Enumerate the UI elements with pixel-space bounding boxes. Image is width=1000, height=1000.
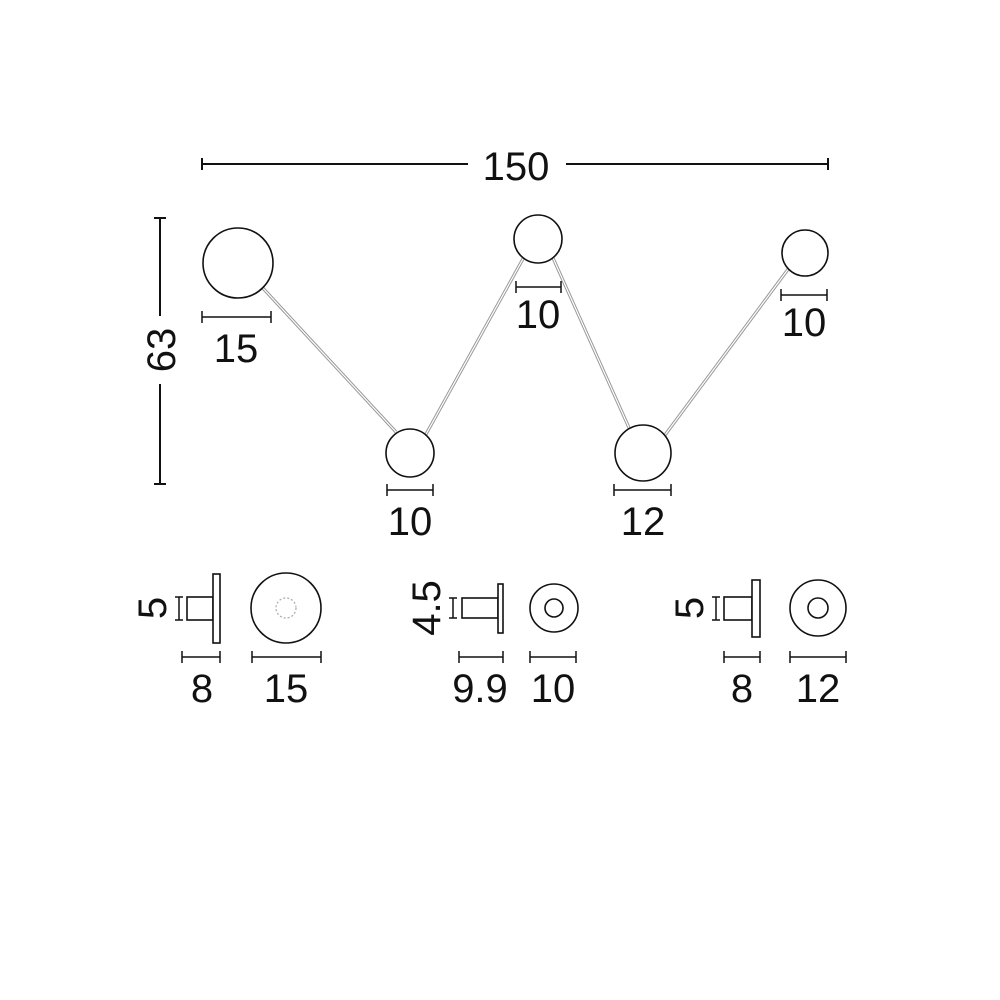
- canopy-3-depth-dimension: 8: [723, 651, 761, 711]
- globe-1-shape: [202, 227, 274, 299]
- canopy-2-depth-label: 9.9: [452, 667, 508, 711]
- canopy-3-diameter-label: 12: [796, 667, 841, 711]
- canopy-1-diameter-dimension: 15: [251, 651, 322, 711]
- wire-1: [258, 283, 398, 434]
- wire-3: [551, 257, 632, 431]
- globe-1: 15: [201, 227, 274, 371]
- canopy-2-side-view: [461, 583, 504, 634]
- canopy-3-side-view: [723, 579, 761, 638]
- globe-3-diameter-label: 10: [516, 293, 561, 337]
- wire-2: [423, 256, 526, 437]
- globe-3-shape: [513, 214, 563, 264]
- wire-4: [663, 267, 791, 436]
- canopy-1-depth-dimension: 8: [181, 651, 221, 711]
- canopy-1-front-view: [250, 572, 322, 644]
- canopy-3-front-view: [789, 579, 847, 637]
- overall-height-label: 63: [140, 328, 184, 373]
- canopy-1-diameter-label: 15: [264, 667, 309, 711]
- globe-4: 12: [613, 424, 672, 544]
- canopy-2-depth-dimension: 9.9: [452, 651, 508, 711]
- globe-4-shape: [614, 424, 672, 482]
- suspension-wires: [258, 256, 791, 437]
- canopy-3-diameter-dimension: 12: [789, 651, 847, 711]
- canopy-2-diameter-dimension: 10: [529, 651, 577, 711]
- globe-1-diameter-label: 15: [214, 327, 259, 371]
- globe-5-shape: [781, 229, 829, 277]
- canopy-2-height-dimension: 4.5: [405, 580, 457, 636]
- canopy-1-height-dimension: 5: [131, 596, 183, 621]
- canopy-2-front-view: [529, 583, 579, 633]
- canopy-2-height-label: 4.5: [405, 580, 449, 636]
- overall-width-label: 150: [483, 145, 550, 189]
- canopy-1-depth-label: 8: [191, 667, 213, 711]
- globe-2-shape: [385, 428, 435, 478]
- overall-width-dimension: 150: [201, 145, 829, 189]
- canopy-2-diameter-label: 10: [531, 667, 576, 711]
- canopy-3-depth-label: 8: [731, 667, 753, 711]
- globe-5-diameter-label: 10: [782, 301, 827, 345]
- canopy-3-height-dimension: 5: [668, 596, 720, 621]
- canopy-1-side-view: [186, 573, 221, 644]
- overall-height-dimension: 63: [140, 217, 184, 485]
- globe-2-diameter-label: 10: [388, 500, 433, 544]
- globe-2: 10: [385, 428, 435, 544]
- canopy-3: 5 8 12: [668, 579, 847, 711]
- globe-5: 10: [780, 229, 829, 345]
- canopy-1-height-label: 5: [131, 597, 175, 619]
- canopy-2: 4.5 9.9 10: [405, 580, 579, 711]
- canopy-1: 5 8 15: [131, 572, 322, 711]
- globe-4-diameter-label: 12: [621, 500, 666, 544]
- globe-3: 10: [513, 214, 563, 337]
- canopy-3-height-label: 5: [668, 597, 712, 619]
